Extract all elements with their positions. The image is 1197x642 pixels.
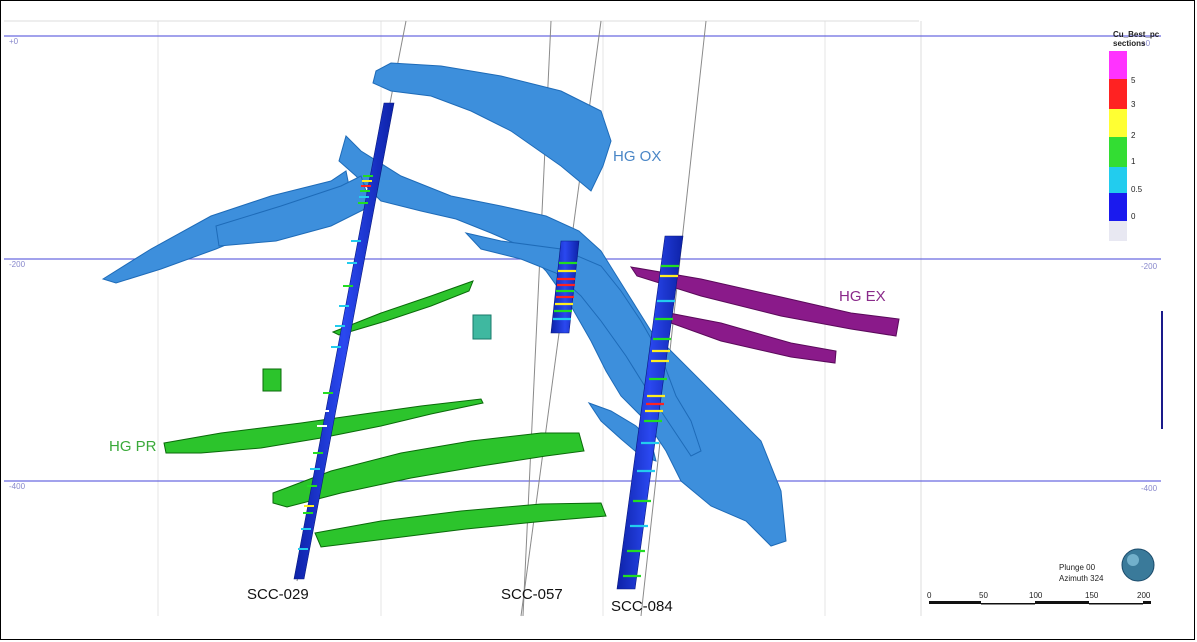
drillhole-scc-029[interactable] (293, 102, 395, 580)
legend-swatch-3 (1109, 79, 1127, 109)
legend-swatch-0-5 (1109, 167, 1127, 193)
depth-label-400: -400 (9, 482, 26, 491)
hole-label-scc-084: SCC-084 (611, 598, 673, 615)
scale-bar: 0 50 100 150 200 (927, 591, 1151, 605)
legend-label-0: 0 (1131, 212, 1136, 221)
zone-label-hg-ex: HG EX (839, 288, 886, 305)
plunge-label: Plunge 00 (1059, 563, 1096, 572)
hg-ex-orebody[interactable] (629, 266, 900, 364)
globe-highlight (1127, 554, 1139, 566)
legend-label-2: 2 (1131, 131, 1136, 140)
scale-tick-200: 200 (1137, 591, 1151, 600)
orientation-widget[interactable]: Plunge 00 Azimuth 324 (1059, 548, 1155, 583)
scale-tick-50: 50 (979, 591, 988, 600)
depth-label-right-0: +0 (1141, 39, 1151, 48)
legend-label-1: 1 (1131, 157, 1136, 166)
zone-label-hg-ox: HG OX (613, 148, 661, 165)
legend-label-3: 3 (1131, 100, 1136, 109)
legend-label-0-5: 0.5 (1131, 185, 1143, 194)
scale-tick-100: 100 (1029, 591, 1043, 600)
hg-pr-orebody[interactable] (163, 280, 607, 548)
legend-title: Cu_Best_pc (1113, 30, 1160, 39)
legend: Cu_Best_pc sections 5 3 2 1 0.5 0 (1109, 30, 1160, 241)
hg-pr-block (472, 314, 492, 340)
orientation-globe-icon[interactable] (1121, 548, 1155, 582)
hg-ox-orebody[interactable] (101, 62, 787, 547)
hole-label-scc-029: SCC-029 (247, 586, 309, 603)
depth-label-right-400: -400 (1141, 484, 1158, 493)
depth-label-right-200: -200 (1141, 262, 1158, 271)
legend-swatch-1 (1109, 137, 1127, 167)
scale-tick-150: 150 (1085, 591, 1099, 600)
legend-swatch-2 (1109, 109, 1127, 137)
scale-tick-0: 0 (927, 591, 932, 600)
hole-label-scc-057: SCC-057 (501, 586, 563, 603)
legend-swatch-none (1109, 221, 1127, 241)
legend-swatch-0 (1109, 193, 1127, 221)
legend-subtitle: sections (1113, 39, 1146, 48)
depth-label-200: -200 (9, 260, 26, 269)
legend-label-5: 5 (1131, 76, 1136, 85)
legend-swatch-5 (1109, 51, 1127, 79)
depth-label-0: +0 (9, 37, 19, 46)
zone-label-hg-pr: HG PR (109, 438, 157, 455)
drillhole-scc-084[interactable] (616, 235, 684, 590)
drillhole-scc-057[interactable] (550, 240, 580, 334)
azimuth-label: Azimuth 324 (1059, 574, 1104, 583)
